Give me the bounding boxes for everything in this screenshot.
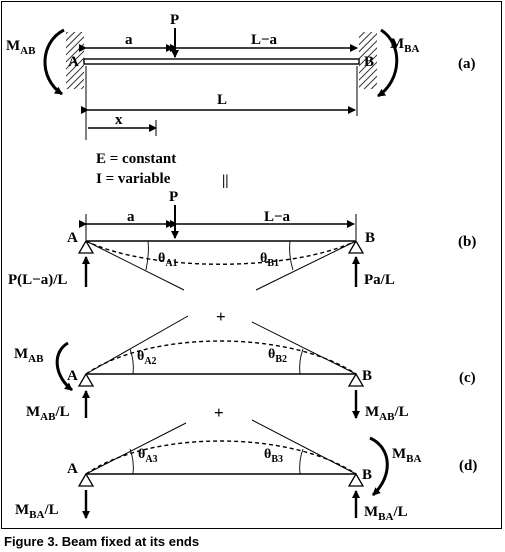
- plus-sign-1: +: [216, 307, 226, 326]
- reaction-label-right-c: MAB/L: [365, 404, 409, 423]
- theta-A3-label: θA3: [138, 447, 158, 465]
- moment-arrow-c: [55, 341, 73, 392]
- tangent-A3: [85, 422, 187, 475]
- fixed-support-right: [359, 32, 377, 89]
- dim-label-a: a: [125, 32, 133, 48]
- panel-tag-d: (d): [459, 458, 477, 474]
- support-B-d: [347, 472, 365, 487]
- note-E-constant: E = constant: [96, 151, 176, 167]
- theta-B1-label: θB1: [260, 251, 279, 269]
- end-label-A-b: A: [67, 230, 78, 246]
- tangent-A2: [85, 315, 189, 375]
- support-B-b: [347, 239, 365, 254]
- equals-symbol: ||: [222, 173, 229, 189]
- end-label-B-c: B: [362, 368, 372, 384]
- moment-label-MBA: MBA: [390, 36, 420, 55]
- support-A-b: [77, 239, 95, 254]
- angle-arc-A2: [129, 348, 134, 375]
- deflected-shape-c: [85, 340, 357, 375]
- angle-arc-A3: [129, 448, 134, 475]
- panel-tag-a: (a): [458, 56, 476, 72]
- panel-b: P a L−a θA1 θB1 A B P(L−a)/L Pa/L (b): [8, 189, 476, 291]
- angle-arc-A1: [145, 240, 149, 271]
- reaction-label-left-c: MAB/L: [26, 404, 70, 423]
- moment-label-d: MBA: [392, 446, 422, 465]
- angle-arc-B3: [299, 448, 304, 475]
- figure-frame: [1, 1, 502, 529]
- moment-label-MAB: MAB: [6, 38, 36, 57]
- reaction-label-left-b: P(L−a)/L: [8, 272, 67, 288]
- moment-label-c: MAB: [14, 346, 44, 365]
- end-label-A-a: A: [68, 54, 79, 70]
- moment-arrow-MAB: [43, 28, 65, 96]
- reaction-label-right-b: Pa/L: [364, 272, 395, 288]
- tangent-B3: [251, 419, 357, 475]
- reaction-label-right-d: MBA/L: [364, 504, 408, 523]
- end-label-B-d: B: [362, 467, 372, 483]
- reaction-label-left-d: MBA/L: [15, 502, 59, 521]
- end-label-B-b: B: [365, 230, 375, 246]
- beam-a: [83, 58, 360, 65]
- angle-arc-B2: [299, 348, 304, 375]
- panel-a: P a L−a L x A B MAB MBA (a) E = constant…: [6, 12, 476, 189]
- theta-A1-label: θA1: [158, 251, 178, 269]
- angle-arc-B1: [289, 240, 294, 271]
- support-A-d: [77, 472, 95, 487]
- moment-arrow-MBA: [377, 28, 399, 98]
- theta-A2-label: θA2: [137, 349, 157, 367]
- panel-d: θA3 θB3 A B MBA MBA/L MBA/L (d): [15, 419, 477, 523]
- tangent-B1: [255, 240, 357, 291]
- deflected-shape-d: [85, 440, 357, 475]
- load-label-b: P: [169, 189, 178, 205]
- end-label-A-c: A: [67, 368, 78, 384]
- dim-label-L: L: [217, 92, 227, 108]
- dim-label-x: x: [115, 112, 123, 128]
- theta-B2-label: θB2: [268, 347, 287, 365]
- moment-arrow-d: [369, 436, 389, 497]
- panel-c: θA2 θB2 A B MAB MAB/L MAB/L (c): [14, 315, 476, 423]
- load-label-a: P: [170, 12, 179, 28]
- dim-label-b-a: a: [127, 209, 135, 225]
- theta-B3-label: θB3: [264, 447, 283, 465]
- dim-label-L-minus-a: L−a: [251, 32, 278, 48]
- end-label-B-a: B: [364, 54, 374, 70]
- tangent-B2: [251, 321, 357, 375]
- deflected-shape-b: [85, 240, 357, 265]
- plus-sign-2: +: [214, 403, 224, 422]
- panel-tag-c: (c): [459, 370, 476, 386]
- note-I-variable: I = variable: [96, 171, 171, 187]
- support-B-c: [347, 372, 365, 387]
- figure-caption: Figure 3. Beam fixed at its ends: [4, 534, 200, 549]
- tangent-A1: [85, 240, 185, 291]
- dim-label-b-L-minus-a: L−a: [264, 209, 291, 225]
- panel-tag-b: (b): [458, 234, 476, 250]
- end-label-A-d: A: [67, 461, 78, 477]
- support-A-c: [77, 372, 95, 387]
